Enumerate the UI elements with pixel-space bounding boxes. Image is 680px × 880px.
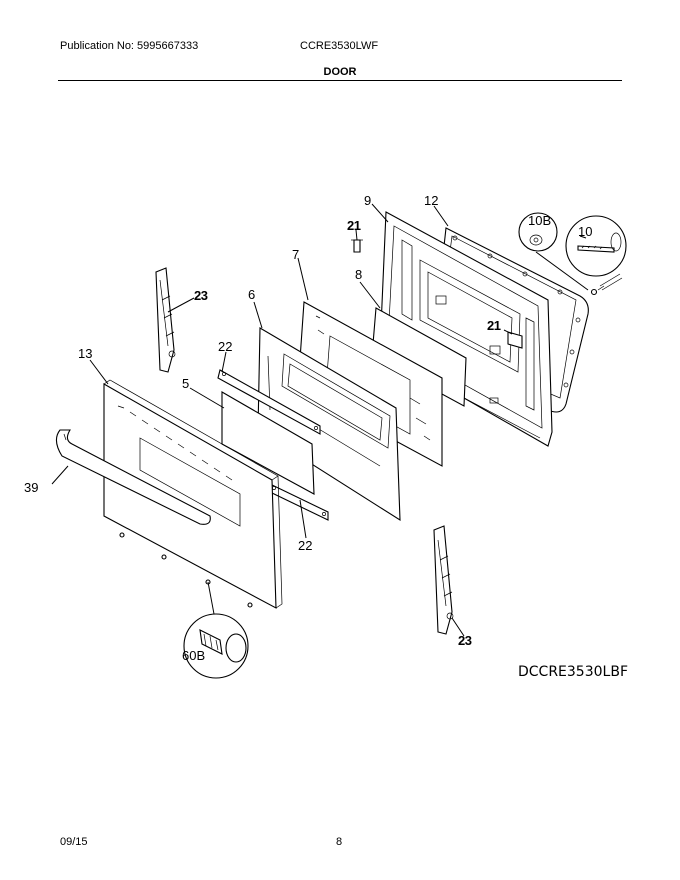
callout-21-top: 21 xyxy=(347,218,361,233)
callout-5: 5 xyxy=(182,376,189,391)
callout-23-left: 23 xyxy=(194,288,208,303)
callout-6: 6 xyxy=(248,287,255,302)
callout-60b: 60B xyxy=(182,648,205,663)
bolt-10-inset xyxy=(565,215,627,277)
bolt-10-small xyxy=(597,273,623,291)
footer-date: 09/15 xyxy=(60,836,88,848)
callout-22-bottom: 22 xyxy=(298,538,312,553)
page-number: 8 xyxy=(336,836,343,848)
callout-8: 8 xyxy=(355,267,362,282)
diagram-code: DCCRE3530LBF xyxy=(518,664,628,680)
callout-10: 10 xyxy=(578,224,592,239)
callout-23-right: 23 xyxy=(458,633,472,648)
hinge-23-left xyxy=(155,267,176,373)
leader-lines xyxy=(51,203,589,637)
door-handle-part xyxy=(55,429,211,525)
outer-door-panel-part xyxy=(103,379,283,609)
inner-door-liner-part xyxy=(379,211,553,447)
bottom-screws xyxy=(119,532,253,608)
model-number: CCRE3530LWF xyxy=(300,40,379,52)
callout-9: 9 xyxy=(364,193,371,208)
clip-21-inner xyxy=(507,331,523,349)
bracket-22-top xyxy=(217,369,321,435)
washer-10b-inset xyxy=(518,212,558,252)
outer-glass-part xyxy=(221,391,315,495)
header-rule xyxy=(58,80,622,81)
callout-21-inner: 21 xyxy=(487,318,501,333)
hinge-23-right xyxy=(433,525,454,635)
callout-13: 13 xyxy=(78,346,92,361)
callout-10b: 10B xyxy=(528,213,551,228)
section-title: DOOR xyxy=(323,66,357,78)
callout-12: 12 xyxy=(424,193,438,208)
screw-21-top xyxy=(351,239,363,253)
washer-10b-small xyxy=(590,288,598,296)
callout-22-top: 22 xyxy=(218,339,232,354)
publication-number: Publication No: 5995667333 xyxy=(60,40,199,52)
screw-60b-inset xyxy=(183,613,249,679)
callout-7: 7 xyxy=(292,247,299,262)
callout-39: 39 xyxy=(24,480,38,495)
